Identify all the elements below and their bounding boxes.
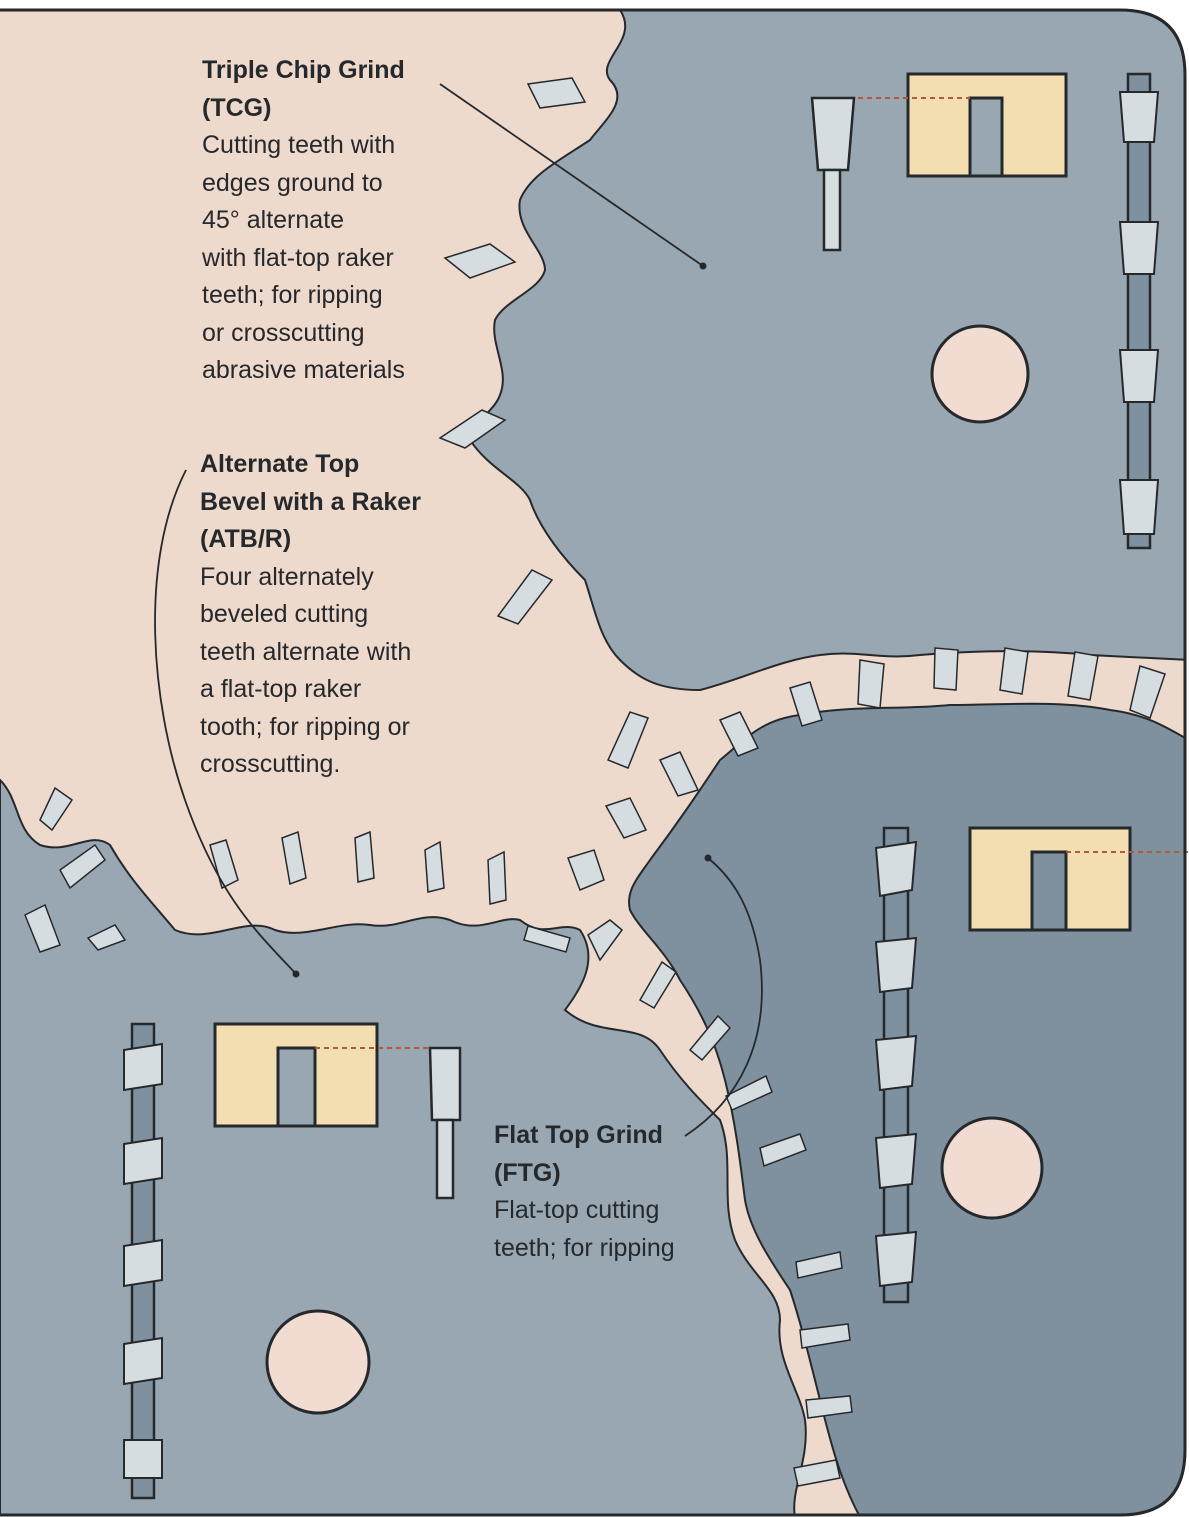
callout-atbr-desc-line-6: crosscutting.: [200, 746, 470, 784]
callout-atbr-title-line-2: Bevel with a Raker: [200, 484, 470, 522]
callout-ftg-title-line-2: (FTG): [494, 1155, 724, 1193]
callout-tcg: Triple Chip Grind (TCG) Cutting teeth wi…: [202, 52, 462, 390]
tooth-tip: [488, 852, 506, 904]
tooth-tip: [355, 832, 374, 882]
tooth-tip: [934, 648, 958, 690]
callout-ftg-desc-line-1: Flat-top cutting: [494, 1192, 724, 1230]
callout-atbr-title-line-1: Alternate Top: [200, 446, 470, 484]
callout-atbr-desc-line-4: a flat-top raker: [200, 671, 470, 709]
arbor-hole-tcg: [932, 326, 1028, 422]
tooth-tip: [425, 842, 444, 892]
callout-ftg: Flat Top Grind (FTG) Flat-top cutting te…: [494, 1117, 724, 1267]
callout-tcg-desc-line-5: teeth; for ripping: [202, 277, 462, 315]
callout-atbr: Alternate Top Bevel with a Raker (ATB/R)…: [200, 446, 470, 784]
callout-atbr-desc-line-1: Four alternately: [200, 559, 470, 597]
callout-tcg-desc-line-7: abrasive materials: [202, 352, 462, 390]
callout-atbr-desc-line-2: beveled cutting: [200, 596, 470, 634]
callout-tcg-desc-line-4: with flat-top raker: [202, 240, 462, 278]
callout-atbr-desc-line-5: tooth; for ripping or: [200, 709, 470, 747]
callout-atbr-title-line-3: (ATB/R): [200, 521, 470, 559]
callout-tcg-title-line-2: (TCG): [202, 90, 462, 128]
callout-atbr-desc-line-3: teeth alternate with: [200, 634, 470, 672]
arbor-hole-atbr: [267, 1311, 369, 1413]
arbor-hole-ftg: [942, 1118, 1042, 1218]
callout-ftg-desc-line-2: teeth; for ripping: [494, 1230, 724, 1268]
callout-tcg-desc-line-6: or crosscutting: [202, 315, 462, 353]
callout-tcg-desc-line-1: Cutting teeth with: [202, 127, 462, 165]
tooth-tip: [858, 660, 884, 708]
callout-tcg-title-line-1: Triple Chip Grind: [202, 52, 462, 90]
callout-tcg-desc-line-3: 45° alternate: [202, 202, 462, 240]
callout-tcg-desc-line-2: edges ground to: [202, 165, 462, 203]
callout-ftg-title-line-1: Flat Top Grind: [494, 1117, 724, 1155]
